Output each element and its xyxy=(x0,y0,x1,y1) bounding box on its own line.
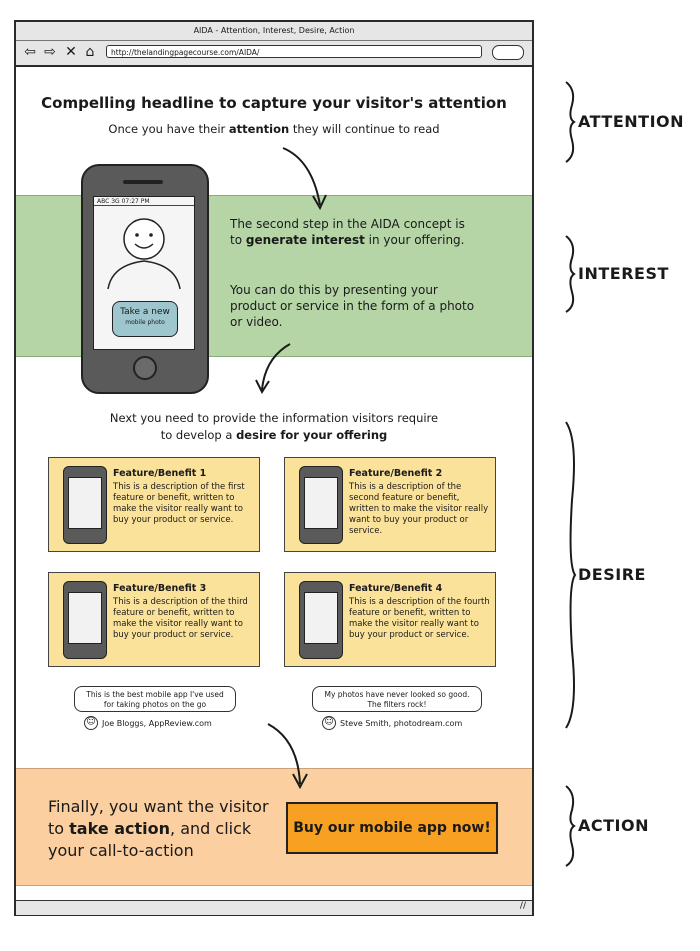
mini-phone-screen xyxy=(304,477,338,529)
action-text-end: , and click xyxy=(170,819,252,838)
subhead-bold: attention xyxy=(228,122,290,136)
desire-intro-bold: desire for your offering xyxy=(236,428,388,442)
brace-attention xyxy=(565,81,576,163)
forward-arrow-icon[interactable]: ⇨ xyxy=(44,44,56,60)
feature-description: This is a description of the fourth feat… xyxy=(349,597,490,640)
arrow-to-interest xyxy=(282,147,321,206)
browser-window: AIDA - Attention, Interest, Desire, Acti… xyxy=(14,20,534,916)
buy-app-button[interactable]: Buy our mobile app now! xyxy=(286,802,498,854)
mini-phone-screen xyxy=(304,592,338,644)
arrow-head-icon xyxy=(255,379,270,395)
brace-desire xyxy=(565,421,577,729)
action-bold: take action xyxy=(69,819,171,838)
testimonial-bubble: My photos have never looked so good. The… xyxy=(312,686,482,712)
label-attention: ATTENTION xyxy=(578,112,685,131)
subhead-text: Once you have their xyxy=(108,122,229,136)
desire-intro-line2: to develop a desire for your offering xyxy=(16,427,532,444)
action-text: Finally, you want the visitor to take ac… xyxy=(48,796,288,862)
subhead-text-end: they will continue to read xyxy=(289,122,440,136)
back-arrow-icon[interactable]: ⇦ xyxy=(24,44,36,60)
feature-title: Feature/Benefit 4 xyxy=(349,583,443,594)
url-bar[interactable]: http://thelandingpagecourse.com/AIDA/ xyxy=(106,45,482,58)
resize-grip-icon[interactable]: // xyxy=(519,901,526,911)
arrow-to-action xyxy=(267,723,301,785)
close-icon[interactable]: ✕ xyxy=(65,44,77,60)
feature-title: Feature/Benefit 2 xyxy=(349,468,443,479)
feature-card: Feature/Benefit 1 This is a description … xyxy=(48,457,260,552)
interest-paragraph-1: The second step in the AIDA concept is t… xyxy=(230,216,480,248)
search-box[interactable] xyxy=(492,45,524,60)
feature-title: Feature/Benefit 3 xyxy=(113,583,207,594)
feature-description: This is a description of the second feat… xyxy=(349,482,489,536)
browser-status-bar: // xyxy=(16,900,532,915)
take-photo-sublabel: mobile photo xyxy=(125,319,165,326)
action-line1: Finally, you want the visitor xyxy=(48,797,269,816)
desire-intro-line1: Next you need to provide the information… xyxy=(109,411,439,425)
phone-status-bar: ABC 3G 07:27 PM xyxy=(94,197,194,206)
window-title: AIDA - Attention, Interest, Desire, Acti… xyxy=(16,22,532,41)
feature-card: Feature/Benefit 3 This is a description … xyxy=(48,572,260,667)
take-photo-button[interactable]: Take a new mobile photo xyxy=(112,301,178,337)
arrow-to-desire xyxy=(261,343,291,391)
action-line2: to take action, and click xyxy=(48,818,288,840)
feature-card: Feature/Benefit 2 This is a description … xyxy=(284,457,496,552)
brace-action xyxy=(565,785,576,867)
phone-home-button xyxy=(133,356,157,380)
smiley-face-icon xyxy=(107,218,181,290)
interest-text-end: in your offering. xyxy=(364,233,465,247)
mini-phone-icon xyxy=(63,466,107,544)
home-icon[interactable]: ⌂ xyxy=(85,44,95,60)
arrow-head-icon xyxy=(312,194,327,211)
avatar-icon: ☺ xyxy=(84,716,98,730)
feature-description: This is a description of the first featu… xyxy=(113,482,245,525)
interest-bold: generate interest xyxy=(245,233,365,247)
page-headline: Compelling headline to capture your visi… xyxy=(41,94,507,112)
mini-phone-screen xyxy=(68,592,102,644)
mini-phone-screen xyxy=(68,477,102,529)
action-text-start: to xyxy=(48,819,70,838)
phone-speaker xyxy=(123,180,163,184)
label-action: ACTION xyxy=(578,816,649,835)
desire-intro: Next you need to provide the information… xyxy=(16,410,532,444)
phone-screen: ABC 3G 07:27 PM Take a new mobile photo xyxy=(93,196,195,350)
label-interest: INTEREST xyxy=(578,264,669,283)
browser-navbar: ⇦ ⇨ ✕ ⌂ http://thelandingpagecourse.com/… xyxy=(16,41,532,67)
interest-text: The second step in the AIDA concept is t… xyxy=(230,217,465,247)
mini-phone-icon xyxy=(299,581,343,659)
label-desire: DESIRE xyxy=(578,565,646,584)
brace-interest xyxy=(565,235,576,313)
mini-phone-icon xyxy=(299,466,343,544)
testimonial-bubble: This is the best mobile app I've used fo… xyxy=(74,686,236,712)
testimonial-author: Joe Bloggs, AppReview.com xyxy=(102,719,212,728)
feature-card: Feature/Benefit 4 This is a description … xyxy=(284,572,496,667)
interest-paragraph-2: You can do this by presenting your produ… xyxy=(230,283,475,329)
arrow-head-icon xyxy=(292,773,308,790)
take-photo-label: Take a new xyxy=(120,307,170,317)
feature-title: Feature/Benefit 1 xyxy=(113,468,207,479)
testimonial-author: Steve Smith, photodream.com xyxy=(340,719,463,728)
mini-phone-icon xyxy=(63,581,107,659)
avatar-icon: ☺ xyxy=(322,716,336,730)
desire-intro-text: to develop a xyxy=(160,428,237,442)
action-section: Finally, you want the visitor to take ac… xyxy=(16,768,532,886)
action-line3: your call-to-action xyxy=(48,841,194,860)
phone-mockup: ABC 3G 07:27 PM Take a new mobile photo xyxy=(81,164,209,394)
attention-subhead: Once you have their attention they will … xyxy=(16,122,532,136)
feature-description: This is a description of the third featu… xyxy=(113,597,248,640)
